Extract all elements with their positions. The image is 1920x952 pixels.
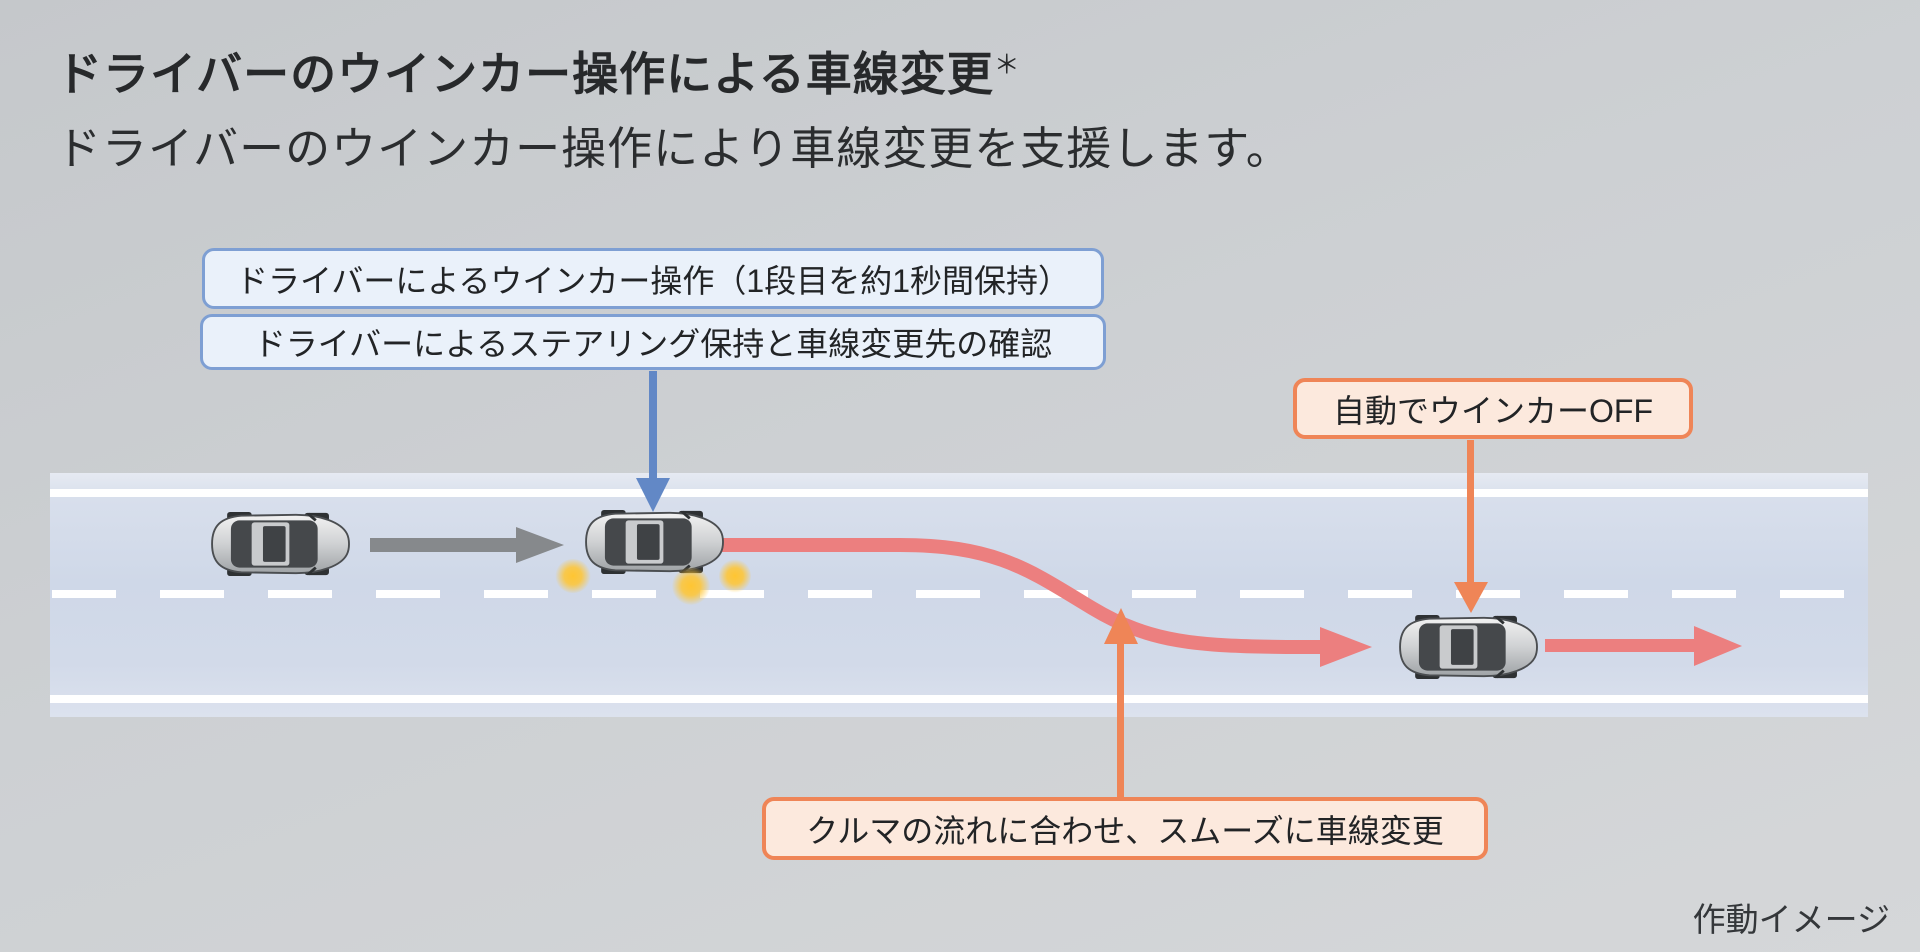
turn-signal-glow-icon [719,559,751,593]
car-start [203,511,355,577]
car-signaling [555,509,751,605]
lane-change-path-arrow-icon [720,538,1372,667]
callout-steering-hold: ドライバーによるステアリング保持と車線変更先の確認 [200,314,1106,370]
blue-pointer-arrow-head-icon [636,478,670,512]
down-pointer-arrow-icon [1467,440,1474,582]
page-subtitle: ドライバーのウインカー操作により車線変更を支援します。 [56,123,1292,174]
callout-winker-operation: ドライバーによるウインカー操作（1段目を約1秒間保持） [202,248,1104,309]
page-title-text: ドライバーのウインカー操作による車線変更 [56,48,994,100]
callout-auto-winker-off: 自動でウインカーOFF [1293,378,1693,439]
lane-divider-dashed [52,590,1870,598]
car-top-view-icon [211,511,350,577]
blue-pointer-arrow-icon [649,371,657,478]
lane-edge-line-top [50,489,1868,497]
turn-signal-glow-icon [555,559,591,593]
car-top-view-icon [585,509,724,575]
up-pointer-arrow-icon [1117,643,1124,797]
forward-arrow-head-icon [516,527,564,563]
car-completed [1391,614,1543,680]
forward-arrow-icon [370,538,520,552]
lane-edge-line-bottom [50,695,1868,703]
road [50,473,1870,717]
page-title: ドライバーのウインカー操作による車線変更＊ [56,38,1021,104]
title-asterisk: ＊ [993,49,1021,80]
continue-arrow-icon [1545,639,1697,652]
callout-smooth-lane-change: クルマの流れに合わせ、スムーズに車線変更 [762,797,1488,860]
car-top-view-icon [1399,614,1538,680]
turn-signal-glow-icon [672,567,710,605]
down-pointer-arrow-head-icon [1454,582,1488,613]
continue-arrow-head-icon [1694,626,1742,666]
footer-note: 作動イメージ [1692,901,1890,938]
up-pointer-arrow-head-icon [1104,608,1138,644]
